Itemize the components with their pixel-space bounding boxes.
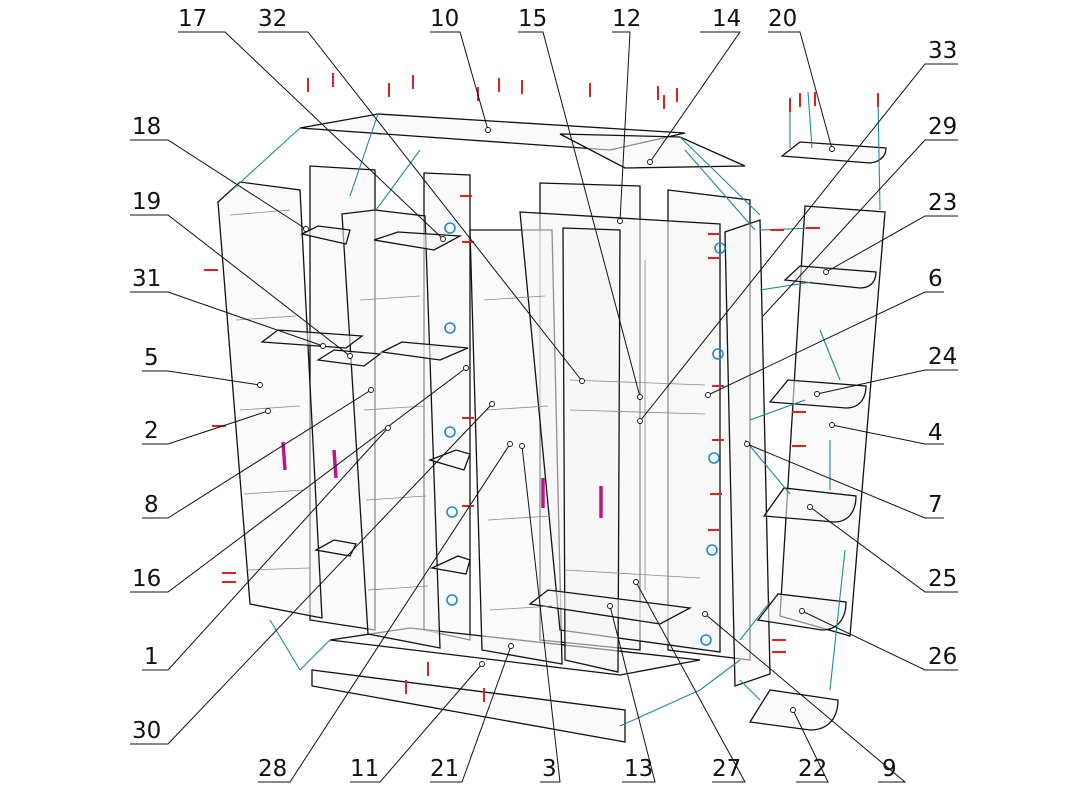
callout-13: 13 <box>624 756 653 782</box>
callout-8: 8 <box>144 492 159 518</box>
callout-14: 14 <box>712 6 741 32</box>
callout-25: 25 <box>928 566 957 592</box>
door-handles <box>281 441 603 518</box>
callout-12: 12 <box>612 6 641 32</box>
callout-15: 15 <box>518 6 547 32</box>
callout-leaders <box>130 31 958 783</box>
callout-26: 26 <box>928 644 957 670</box>
callout-23: 23 <box>928 190 957 216</box>
side-panel-corner <box>779 205 886 637</box>
callout-31: 31 <box>132 266 161 292</box>
callout-33: 33 <box>928 38 957 64</box>
callout-20: 20 <box>768 6 797 32</box>
callout-18: 18 <box>132 114 161 140</box>
door-left-outer <box>217 181 323 619</box>
door-left-inner <box>341 209 441 649</box>
callout-17: 17 <box>178 6 207 32</box>
corner-shelf-top <box>780 141 887 164</box>
callout-28: 28 <box>258 756 287 782</box>
callout-7: 7 <box>928 492 943 518</box>
callout-numbers: 17 32 10 15 12 14 20 33 18 19 31 5 2 8 1… <box>132 6 957 782</box>
callout-21: 21 <box>430 756 459 782</box>
leader-dots <box>257 127 835 713</box>
callout-19: 19 <box>132 189 161 215</box>
rear-top-panel <box>559 133 746 169</box>
callout-5: 5 <box>144 345 159 371</box>
connector-lines <box>231 91 881 727</box>
inner-construction-lines <box>229 209 706 611</box>
callout-3: 3 <box>542 756 557 782</box>
corner-shelf-23 <box>783 265 877 289</box>
side-panel-right <box>724 219 771 687</box>
callout-32: 32 <box>258 6 287 32</box>
callout-29: 29 <box>928 114 957 140</box>
callout-10: 10 <box>430 6 459 32</box>
fasteners <box>204 73 879 702</box>
callout-11: 11 <box>350 756 379 782</box>
callout-16: 16 <box>132 566 161 592</box>
callout-27: 27 <box>712 756 741 782</box>
hinges <box>444 222 726 646</box>
inner-frame <box>562 227 621 673</box>
callout-2: 2 <box>144 418 159 444</box>
callout-6: 6 <box>928 266 943 292</box>
callout-1: 1 <box>144 644 159 670</box>
callout-9: 9 <box>882 756 897 782</box>
bottom-plinth <box>311 669 626 743</box>
callout-24: 24 <box>928 344 957 370</box>
callout-30: 30 <box>132 718 161 744</box>
callout-4: 4 <box>928 420 943 446</box>
furniture-drawing <box>204 73 887 743</box>
callout-22: 22 <box>798 756 827 782</box>
